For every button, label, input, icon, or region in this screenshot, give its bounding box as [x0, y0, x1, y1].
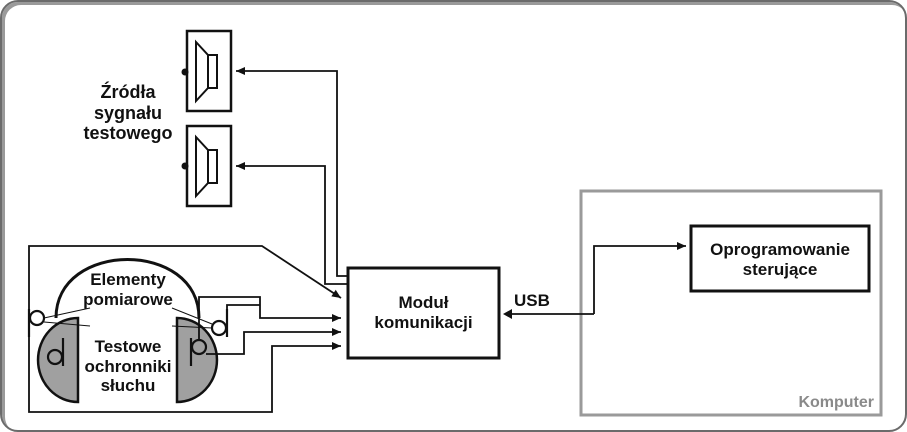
protectors-label-line-2: ochronniki	[84, 356, 172, 376]
software-label-line-2: sterujące	[742, 259, 818, 279]
software-box	[689, 224, 871, 293]
module-label-line-1: Moduł	[398, 293, 449, 312]
protectors-label-line-1: Testowe	[94, 337, 162, 356]
protectors-label-line-3: słuchu	[100, 376, 156, 396]
software-label: Oprogramowanie sterujące	[691, 240, 869, 279]
hearing-protectors-label: Testowe ochronniki słuchu	[72, 337, 184, 396]
module-label-line-2: komunikacji	[374, 312, 473, 332]
sources-label-line-3: testowego	[83, 123, 173, 144]
headphones-icon	[27, 258, 229, 404]
speaker-connections	[236, 67, 348, 285]
loudspeaker-top-icon	[181, 29, 233, 113]
module-box	[346, 266, 501, 360]
sources-label-line-1: Źródła	[100, 82, 156, 102]
software-label-line-1: Oprogramowanie	[710, 240, 850, 259]
microphone-connections	[28, 245, 342, 413]
elements-label-line-1: Elementy	[90, 270, 166, 289]
usb-label: USB	[514, 291, 550, 310]
usb-connection	[503, 242, 686, 319]
module-label: Moduł komunikacji	[348, 293, 499, 332]
loudspeaker-bottom-icon	[181, 124, 233, 208]
elements-label-line-2: pomiarowe	[83, 289, 173, 309]
sources-label-line-2: sygnału	[93, 102, 163, 123]
signal-sources-label: Źródła sygnału testowego	[78, 82, 178, 144]
computer-box	[579, 189, 883, 417]
computer-label: Komputer	[798, 394, 874, 411]
measurement-elements-label: Elementy pomiarowe	[72, 270, 184, 309]
